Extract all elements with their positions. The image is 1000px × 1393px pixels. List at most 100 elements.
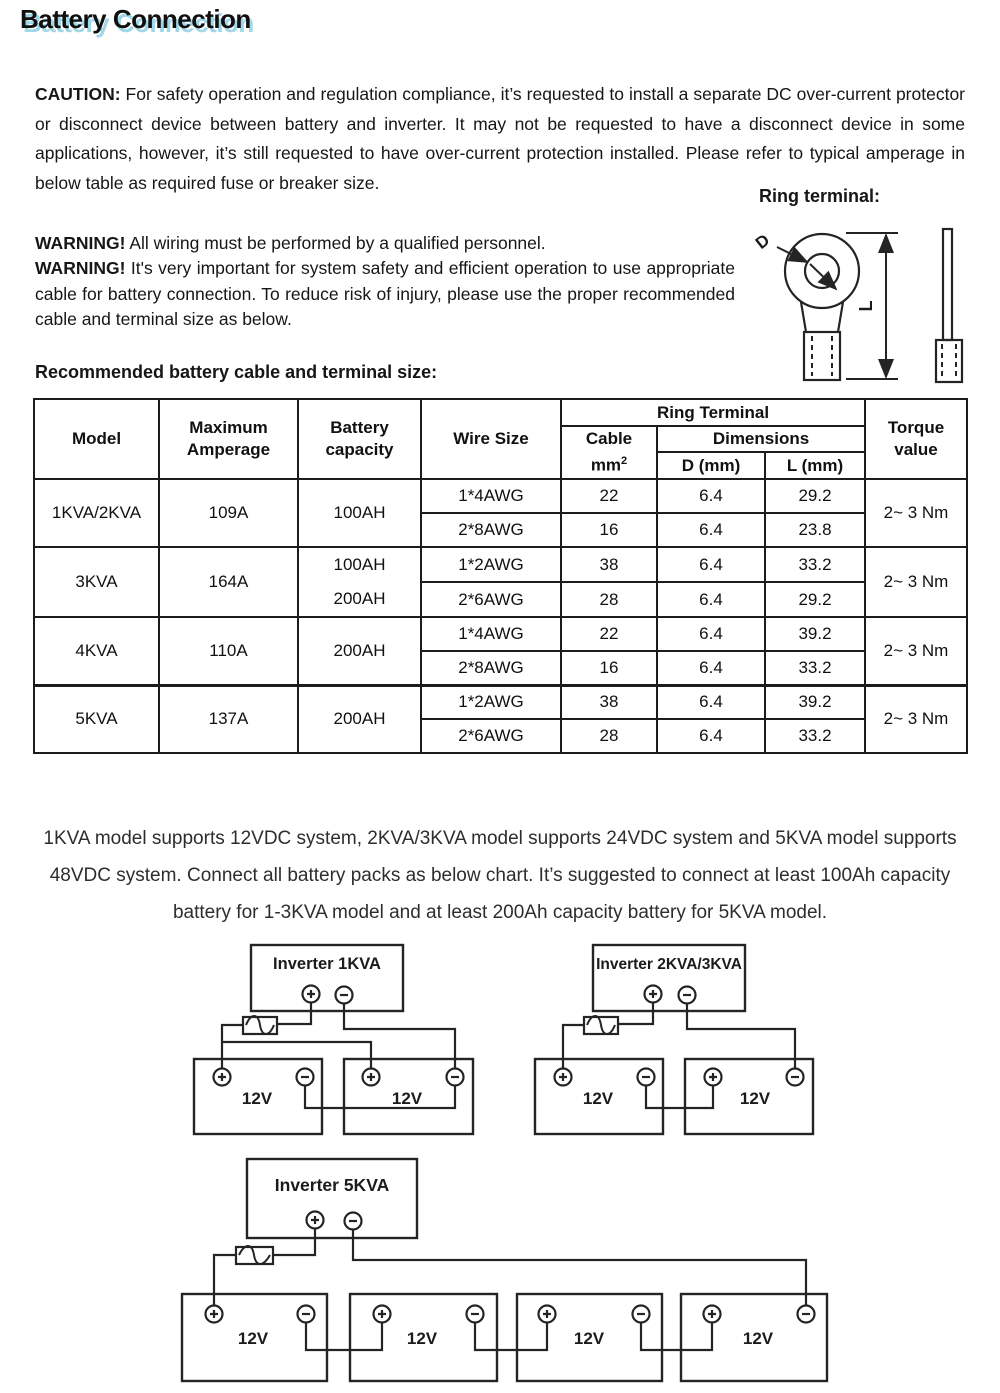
cell-wire-size: 2*8AWG [420,512,562,548]
cell-amperage: 109A [158,478,299,548]
ring-terminal-front-view: D L [752,230,898,382]
diagram-inverter-5kva: Inverter 5KVA 12V 12V 12V 12V [180,1157,829,1383]
cell-d: 6.4 [656,718,766,754]
warning1-label: WARNING! [35,233,126,253]
cell-model: 1KVA/2KVA [33,478,160,548]
table-heading: Recommended battery cable and terminal s… [35,362,438,382]
table-row: 2*6AWG 28 6.4 33.2 [34,718,967,754]
battery-box [533,1057,665,1136]
plus-terminal-icon [703,1067,723,1087]
capacity-line1: 100AH [333,555,386,574]
cell-model: 5KVA [33,683,160,754]
cell-wire-size: 2*6AWG [420,718,562,754]
battery-box [683,1057,815,1136]
battery-label: 12V [392,1089,423,1108]
cell-cable: 16 [560,512,658,548]
minus-terminal-icon [785,1067,805,1087]
cell-wire-size: 1*4AWG [420,478,562,514]
ring-terminal-side-view [934,227,964,384]
battery-label: 12V [407,1329,438,1348]
cell-capacity: 100AH [297,478,422,548]
parallel-negative-wire [303,1086,457,1110]
cell-capacity: 200AH [297,683,422,754]
plus-terminal-icon [372,1304,392,1324]
cell-cable: 22 [560,478,658,514]
fuse-to-battery1-wire [220,1023,243,1069]
cell-wire-size: 1*4AWG [420,616,562,652]
positive-wire [273,1229,317,1257]
minus-terminal-icon [334,985,354,1005]
cell-d: 6.4 [656,546,766,583]
minus-terminal-icon [796,1304,816,1324]
diagram-inverter-1kva: Inverter 1KVA 12V 12V [192,943,475,1136]
fuse-to-battery1-wire [561,1023,584,1068]
cell-d: 6.4 [656,478,766,514]
cell-d: 6.4 [656,650,766,686]
minus-terminal-icon [465,1304,485,1324]
cell-capacity: 100AH 200AH [297,546,422,618]
caution-label: CAUTION: [35,84,121,104]
plus-terminal-icon [553,1067,573,1087]
battery-box [348,1292,499,1383]
ring-hole [803,252,841,290]
minus-terminal-icon [445,1067,465,1087]
cable-terminal-size-table: Model Maximum Amperage Battery capacity … [33,398,968,754]
inverter-box [245,1157,419,1240]
fuse-to-battery1-wire [212,1253,236,1306]
col-header-d-mm: D (mm) [656,451,766,480]
cable-label: Cable [585,429,633,449]
plus-terminal-icon [643,984,663,1004]
table-row: 1KVA/2KVA 109A 100AH 1*4AWG 22 6.4 29.2 … [33,478,968,548]
series-link-wire [304,1322,384,1352]
table-row: 2*6AWG 28 6.4 29.2 [34,581,967,618]
col-header-wire-size: Wire Size [420,398,562,480]
warning1-paragraph: WARNING! All wiring must be performed by… [35,230,740,256]
positive-wire [277,1002,313,1026]
cell-cable: 28 [560,718,658,754]
cell-cable: 38 [560,546,658,583]
minus-terminal-icon [677,985,697,1005]
diagram-inverter-2kva-3kva: Inverter 2KVA/3KVA 12V 12V [533,943,815,1136]
battery-label: 12V [242,1089,273,1108]
positive-wire [618,1002,655,1026]
caution-text: For safety operation and regulation comp… [35,84,965,193]
inverter-box [591,943,747,1013]
col-header-max-amperage: Maximum Amperage [158,398,299,480]
battery-box [342,1057,475,1136]
battery-label: 12V [574,1329,605,1348]
col-header-torque: Torque value [864,398,968,480]
cell-torque: 2~ 3 Nm [864,616,968,686]
cell-capacity: 200AH [297,616,422,686]
plus-terminal-icon [212,1067,232,1087]
cell-d: 6.4 [656,683,766,720]
series-link-wire [639,1322,714,1352]
table-row: 2*8AWG 16 6.4 33.2 [34,650,967,686]
cell-torque: 2~ 3 Nm [864,546,968,618]
side-barrel-crimp-lines [941,344,957,378]
fuse-icon [234,1245,275,1266]
plus-terminal-icon [702,1304,722,1324]
battery-box [192,1057,324,1136]
ring-barrel-crimp-lines [811,336,833,376]
col-header-battery-capacity: Battery capacity [297,398,422,480]
cell-model: 4KVA [33,616,160,686]
cell-amperage: 110A [158,616,299,686]
battery-wiring-diagrams: Inverter 1KVA 12V 12V Inverter 2KVA/3KVA [180,943,829,1383]
cell-l: 33.2 [764,546,866,583]
table-row: 5KVA 137A 200AH 1*2AWG 38 6.4 39.2 2~ 3 … [33,683,968,754]
ring-barrel [802,330,842,382]
ring-head-outline [783,232,861,310]
minus-terminal-icon [343,1211,363,1231]
cell-l: 39.2 [764,616,866,652]
minus-terminal-icon [295,1067,315,1087]
warning2-paragraph: WARNING! It's very important for system … [35,256,735,333]
side-barrel [934,338,964,384]
cell-wire-size: 2*8AWG [420,650,562,686]
system-note: 1KVA model supports 12VDC system, 2KVA/3… [43,828,957,923]
negative-wire [685,1003,797,1068]
cell-cable: 28 [560,581,658,618]
col-header-model: Model [33,398,160,480]
side-blade [941,227,954,342]
capacity-line2: 200AH [333,589,386,608]
